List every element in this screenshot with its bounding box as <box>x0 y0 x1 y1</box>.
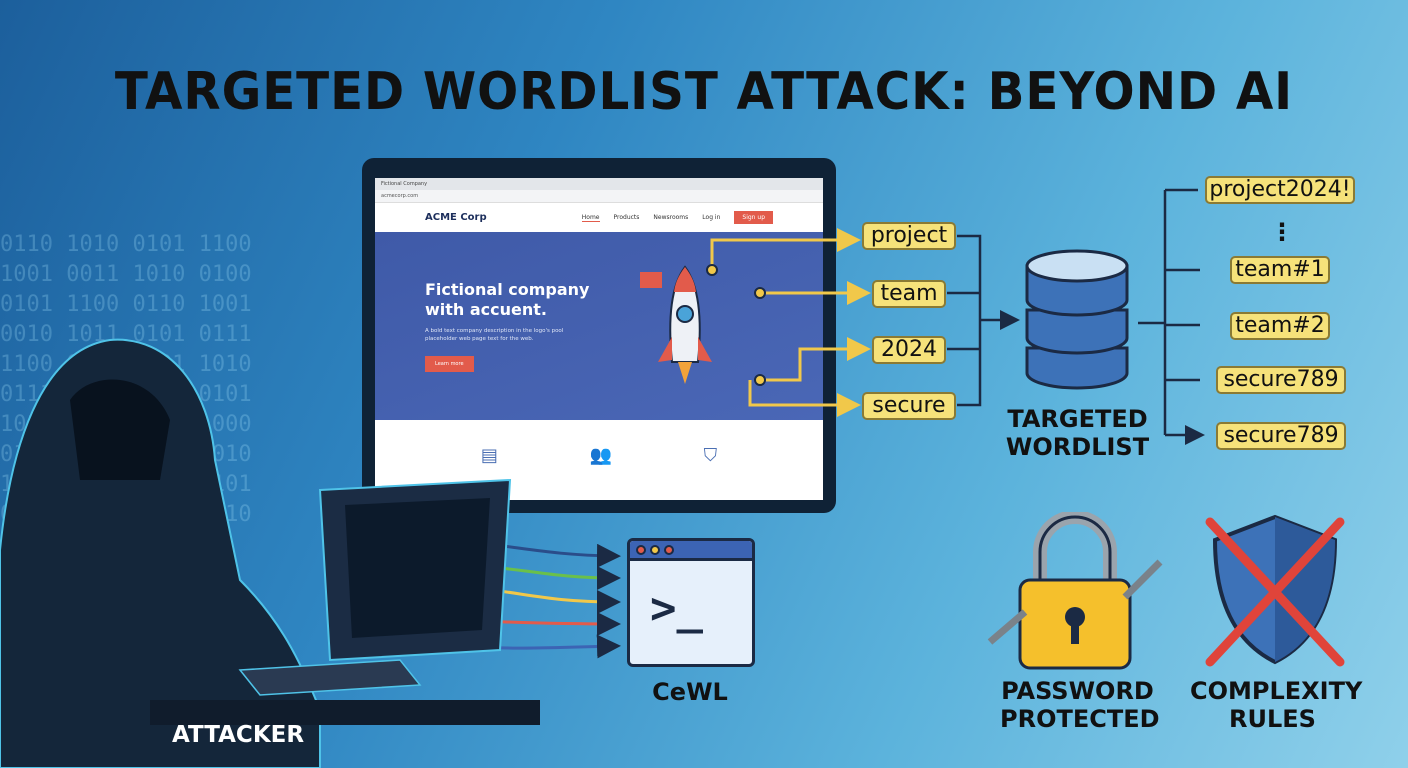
nav-products[interactable]: Products <box>613 214 640 221</box>
signup-button[interactable]: Sign up <box>734 211 773 224</box>
hero-text: A bold text company description in the l… <box>425 328 564 342</box>
generated-word: project2024! <box>1205 176 1355 204</box>
hero-section: Fictional company with accuent. A bold t… <box>375 232 823 420</box>
generated-word: secure789 <box>1216 422 1346 450</box>
shield-icon: ⛉ <box>703 445 718 466</box>
broken-padlock-icon <box>987 512 1163 670</box>
generated-word: team#1 <box>1230 256 1330 284</box>
site-brand[interactable]: ACME Corp <box>425 212 487 223</box>
cewl-terminal-icon: >_ <box>627 538 755 667</box>
extracted-word: secure <box>862 392 956 420</box>
page-title: TARGETED WORDLIST ATTACK: BEYOND AI <box>114 62 1294 122</box>
ellipsis: ⋮ <box>1270 218 1294 246</box>
database-icon <box>1025 249 1129 390</box>
password-protected-label: PASSWORD PROTECTED <box>1000 677 1160 733</box>
generated-word: secure789 <box>1216 366 1346 394</box>
document-icon: ▤ <box>480 445 498 466</box>
attacker-label: ATTACKER <box>172 722 305 748</box>
hero-title: Fictional company with accuent. <box>425 280 590 319</box>
wordlist-label: TARGETED WORDLIST <box>1005 405 1150 461</box>
address-bar[interactable]: acmecorp.com <box>375 190 823 203</box>
browser-window: Fictional Company acmecorp.com ACME Corp… <box>375 178 823 500</box>
browser-tab[interactable]: Fictional Company <box>375 178 823 190</box>
nav-newsrooms[interactable]: Newsrooms <box>653 214 689 221</box>
cewl-label: CeWL <box>652 678 728 706</box>
extracted-word: team <box>872 280 946 308</box>
complexity-rules-label: COMPLEXITY RULES <box>1190 677 1363 733</box>
rocket-icon <box>640 265 712 384</box>
feature-icons: ▤ 👥 ⛉ <box>375 420 823 500</box>
generated-word: team#2 <box>1230 312 1330 340</box>
nav-home[interactable]: Home <box>581 213 600 222</box>
extracted-word: project <box>862 222 956 250</box>
extracted-word: 2024 <box>872 336 946 364</box>
terminal-prompt: >_ <box>650 583 703 634</box>
learn-more-button[interactable]: Learn more <box>425 356 474 372</box>
site-nav: ACME Corp Home Products Newsrooms Log in… <box>375 203 823 232</box>
crossed-shield-icon <box>1205 514 1345 667</box>
hooded-attacker-icon <box>0 338 540 768</box>
users-icon: 👥 <box>589 445 612 466</box>
nav-login[interactable]: Log in <box>702 214 721 221</box>
